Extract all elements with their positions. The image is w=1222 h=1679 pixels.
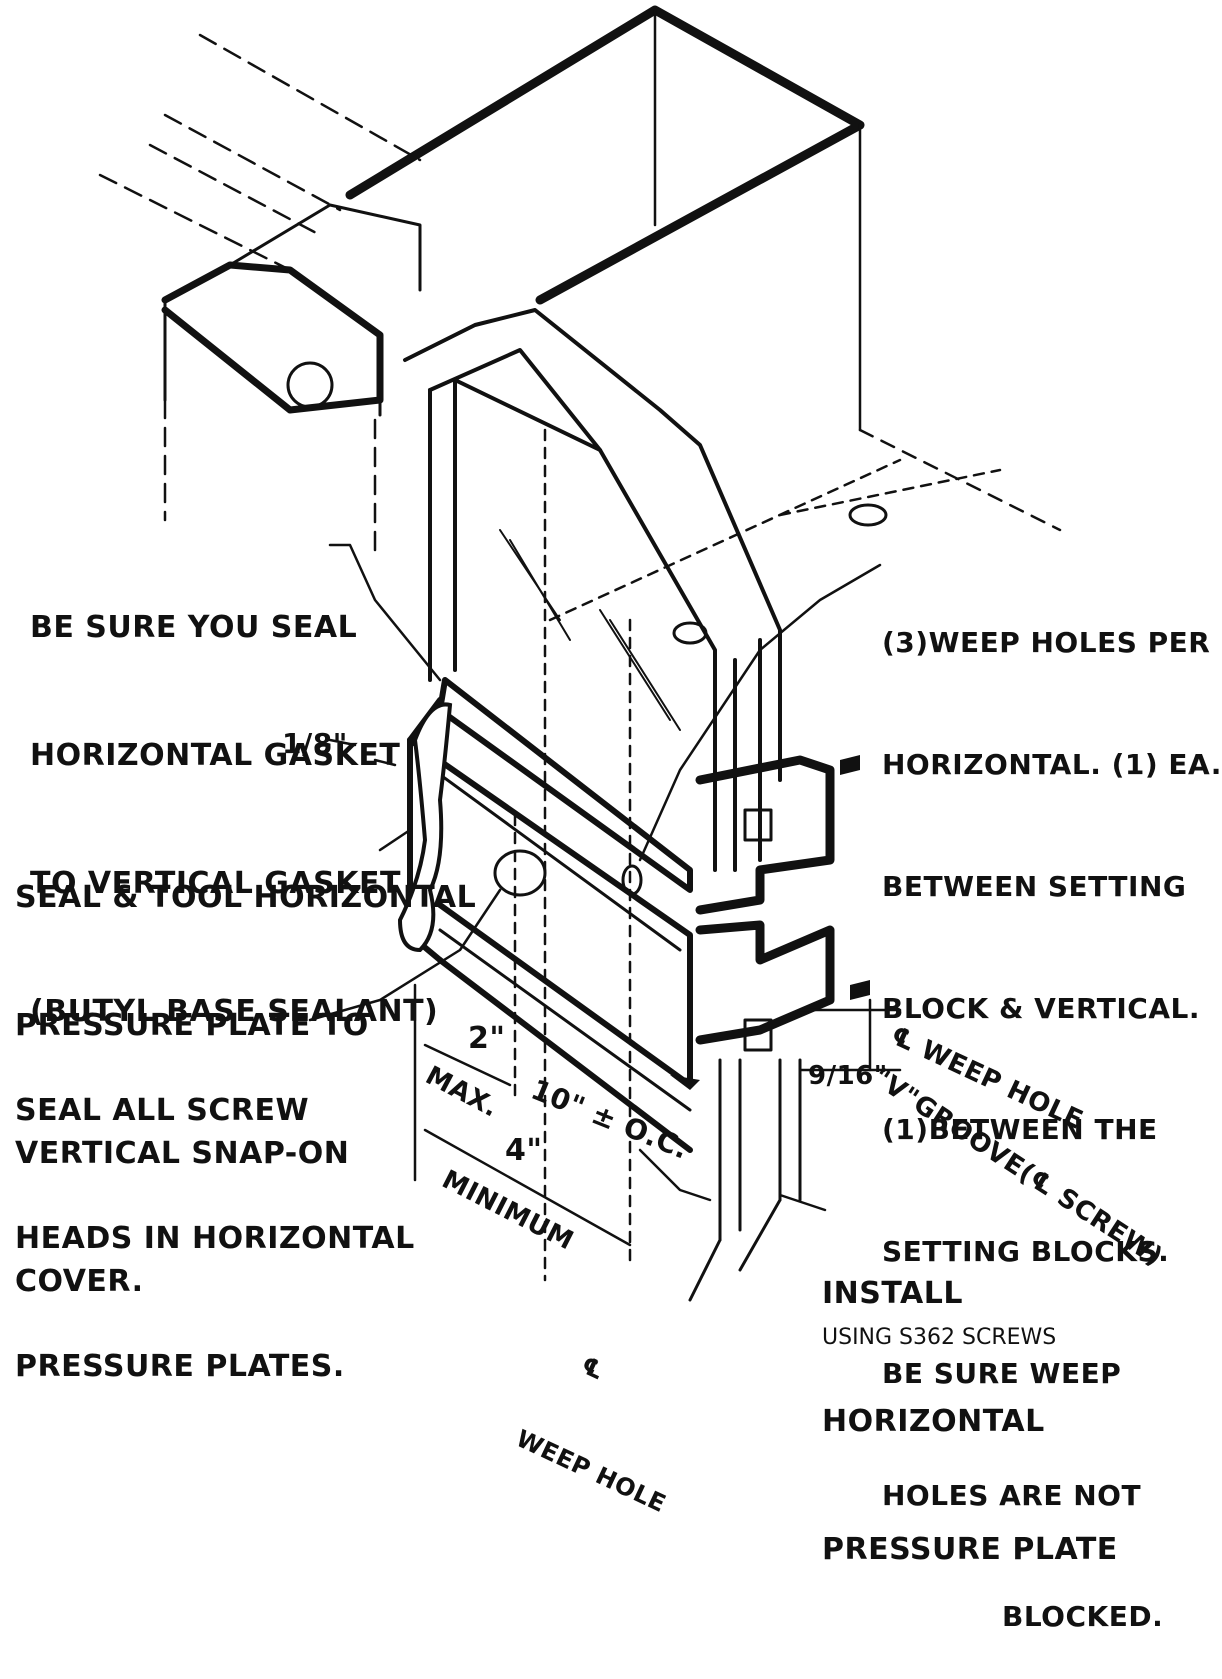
note-line: PRESSURE PLATE bbox=[822, 1531, 1118, 1567]
note-install: INSTALL HORIZONTAL PRESSURE PLATE bbox=[822, 1188, 1118, 1614]
note-line: BETWEEN SETTING bbox=[882, 869, 1187, 903]
gaskets bbox=[670, 755, 870, 1090]
extension-lines bbox=[98, 33, 422, 562]
dim-nine-sixteenths: 9/16" bbox=[808, 1061, 888, 1091]
note-weep-holes: (3)WEEP HOLES PER HORIZONTAL. (1) EA. BE… bbox=[882, 542, 1222, 1679]
dim-2: 2" bbox=[468, 1021, 506, 1056]
diagram: BE SURE YOU SEAL HORIZONTAL GASKET TO VE… bbox=[15, 5, 1221, 1633]
note-line: VERTICAL SNAP-ON bbox=[15, 1135, 350, 1171]
note-line: ℄ bbox=[576, 1351, 609, 1386]
note-line: HEADS IN HORIZONTAL bbox=[15, 1220, 415, 1256]
note-line: (BUTYL BASE SEALANT) bbox=[30, 993, 439, 1029]
note-line: PRESSURE PLATE TO bbox=[15, 1007, 369, 1043]
note-line: (1)BETWEEN THE bbox=[882, 1113, 1158, 1147]
note-line: BE SURE YOU SEAL bbox=[30, 610, 358, 646]
note-seal-screws: SEAL ALL SCREW HEADS IN HORIZONTAL PRESS… bbox=[15, 1005, 415, 1431]
glass-frame bbox=[403, 308, 782, 872]
pressure-plate bbox=[407, 677, 693, 1153]
dim-eighth: 1/8" bbox=[282, 727, 348, 760]
note-seal-gasket: BE SURE YOU SEAL HORIZONTAL GASKET TO VE… bbox=[30, 522, 438, 1076]
note-line: BLOCK & VERTICAL. bbox=[882, 991, 1200, 1025]
note-line: SETTING BLOCKS. bbox=[882, 1235, 1170, 1269]
note-line: PRESSURE PLATES. bbox=[15, 1348, 345, 1384]
curtain-wall-drawing bbox=[98, 5, 1062, 1302]
note-line: (3)WEEP HOLES PER bbox=[882, 626, 1211, 660]
note-line: SEAL & TOOL HORIZONTAL bbox=[15, 880, 477, 916]
note-line: COVER. bbox=[15, 1263, 144, 1299]
note-line: TO VERTICAL GASKET bbox=[30, 865, 401, 901]
end-profile bbox=[695, 755, 835, 1045]
note-line: SEAL ALL SCREW bbox=[15, 1093, 310, 1129]
note-line: HOLES ARE NOT bbox=[882, 1478, 1142, 1512]
note-seal-tool: SEAL & TOOL HORIZONTAL PRESSURE PLATE TO… bbox=[15, 792, 476, 1346]
note-line: HORIZONTAL. (1) EA. bbox=[882, 747, 1222, 781]
sealant-bead bbox=[397, 702, 453, 953]
note-line: HORIZONTAL GASKET bbox=[30, 737, 401, 773]
glass-reflections bbox=[499, 529, 681, 731]
left-mullion bbox=[161, 261, 384, 414]
note-line: WEEP HOLE bbox=[511, 1424, 671, 1519]
dimension-lines bbox=[328, 738, 712, 1247]
dim-4: 4" bbox=[505, 1133, 543, 1168]
note-line: BLOCKED. bbox=[1002, 1600, 1164, 1634]
note-line: BE SURE WEEP bbox=[882, 1356, 1122, 1390]
note-using-screws: USING S362 SCREWS bbox=[822, 1325, 1057, 1350]
note-line: INSTALL bbox=[822, 1276, 963, 1312]
note-line: HORIZONTAL bbox=[822, 1403, 1045, 1439]
leader-lines bbox=[308, 543, 902, 1212]
head-box bbox=[345, 5, 865, 305]
